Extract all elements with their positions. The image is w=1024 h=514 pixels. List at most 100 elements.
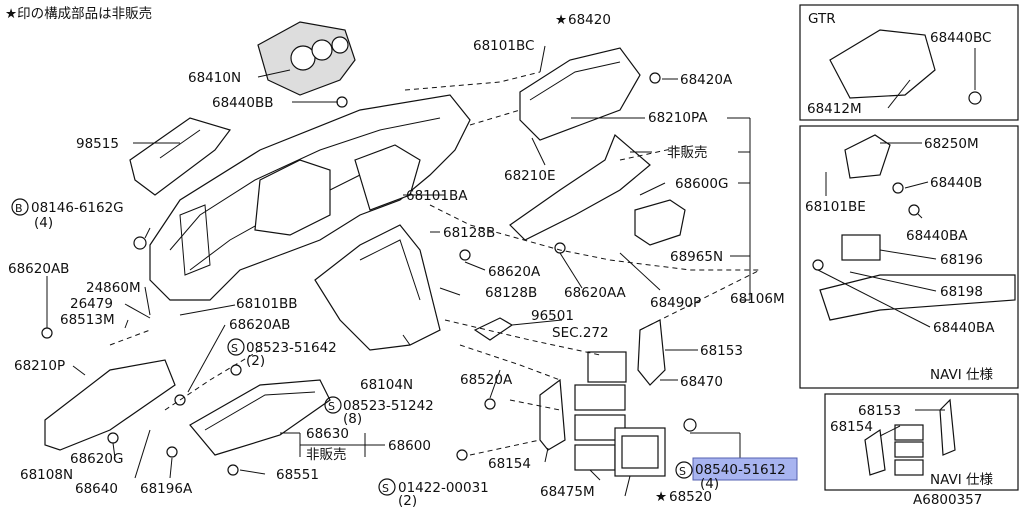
label-68128B-top[interactable]: 68128B [443, 225, 495, 241]
label-68412M[interactable]: 68412M [807, 101, 862, 117]
part-96501-shape [473, 317, 514, 341]
screw-symbols: S S S S B [11, 198, 693, 496]
label-68513M[interactable]: 68513M [60, 312, 115, 328]
label-navi-2: NAVI 仕様 [930, 472, 993, 488]
label-68490P[interactable]: 68490P [650, 295, 701, 311]
label-68440BB[interactable]: 68440BB [212, 95, 273, 111]
label-68440BC[interactable]: 68440BC [930, 30, 991, 46]
highlight-08540 [692, 457, 798, 481]
label-98515[interactable]: 98515 [76, 136, 119, 152]
label-68153-b[interactable]: 68153 [858, 403, 901, 419]
leader-lines [46, 45, 976, 497]
label-68620AB-mid[interactable]: 68620AB [229, 317, 290, 333]
label-68198[interactable]: 68198 [940, 284, 983, 300]
label-68620AB-top[interactable]: 68620AB [8, 261, 69, 277]
label-68520A[interactable]: 68520A [460, 372, 513, 388]
star-icon: ★ [555, 12, 567, 28]
label-08146-qty: (4) [34, 215, 53, 231]
label-hihanbai-1: 非販売 [667, 145, 708, 161]
label-68153[interactable]: 68153 [700, 343, 743, 359]
label-68600[interactable]: 68600 [388, 438, 431, 454]
part-98515-shape [129, 117, 231, 196]
label-68551[interactable]: 68551 [276, 467, 319, 483]
label-68210P[interactable]: 68210P [14, 358, 65, 374]
part-68250M-shape [844, 134, 891, 179]
navi-bracket-inset-box [824, 393, 1019, 491]
label-68106M[interactable]: 68106M [730, 291, 785, 307]
label-68210E[interactable]: 68210E [504, 168, 555, 184]
label-68154[interactable]: 68154 [488, 456, 531, 472]
label-08540-51612[interactable]: 08540-51612 [695, 462, 786, 478]
part-68420-shape [519, 47, 641, 141]
label-hihanbai-2: 非販売 [306, 447, 347, 463]
part-68104N-shape [314, 224, 441, 351]
label-68420[interactable]: 68420 [568, 12, 611, 28]
label-08540-qty: (4) [700, 476, 719, 492]
label-68600G[interactable]: 68600G [675, 176, 728, 192]
label-68196A[interactable]: 68196A [140, 481, 193, 497]
label-68470[interactable]: 68470 [680, 374, 723, 390]
label-08523-51242-qty: (8) [343, 411, 362, 427]
instrument-panel-drawing [149, 94, 471, 301]
label-68630[interactable]: 68630 [306, 426, 349, 442]
part-68153-shape [637, 319, 666, 386]
label-68520[interactable]: 68520 [669, 489, 712, 505]
label-68108N[interactable]: 68108N [20, 467, 73, 483]
label-sec272[interactable]: SEC.272 [552, 325, 609, 341]
fasteners [41, 72, 982, 476]
labels: ★印の構成部品は非販売 A6800357 68420 ★ 68101BC 684… [5, 6, 995, 509]
label-96501[interactable]: 96501 [531, 308, 574, 324]
svg-text:S: S [231, 342, 238, 355]
navi-panel-shape [819, 274, 1016, 321]
label-68620AA[interactable]: 68620AA [564, 285, 627, 301]
svg-text:S: S [679, 465, 686, 478]
label-68440BA-1[interactable]: 68440BA [906, 228, 968, 244]
label-68640[interactable]: 68640 [75, 481, 118, 497]
audio-units-shape [574, 351, 666, 477]
label-01422-qty: (2) [398, 493, 417, 509]
note-text: ★印の構成部品は非販売 [5, 6, 152, 22]
label-68101BC[interactable]: 68101BC [473, 38, 534, 54]
label-navi-1: NAVI 仕様 [930, 367, 993, 383]
label-68154-b[interactable]: 68154 [830, 419, 873, 435]
part-68600G-shape [634, 199, 686, 246]
svg-text:B: B [15, 202, 23, 215]
label-68104N[interactable]: 68104N [360, 377, 413, 393]
label-26479[interactable]: 26479 [70, 296, 113, 312]
label-68420A[interactable]: 68420A [680, 72, 733, 88]
assembly-dash-lines [109, 71, 761, 456]
label-68101BA[interactable]: 68101BA [406, 188, 468, 204]
label-24860M[interactable]: 24860M [86, 280, 141, 296]
label-68620G[interactable]: 68620G [70, 451, 123, 467]
label-68210PA[interactable]: 68210PA [648, 110, 708, 126]
label-08523-51642[interactable]: 08523-51642 [246, 340, 337, 356]
part-68210PA-shape [509, 133, 651, 241]
label-68440BA-2[interactable]: 68440BA [933, 320, 995, 336]
part-68154-shape [539, 378, 566, 451]
label-08523-51242[interactable]: 08523-51242 [343, 398, 434, 414]
label-68250M[interactable]: 68250M [924, 136, 979, 152]
part-68108N-shape [44, 359, 176, 451]
label-68440B[interactable]: 68440B [930, 175, 982, 191]
label-08146[interactable]: 08146-6162G [31, 200, 124, 216]
star-icon-2: ★ [655, 489, 667, 505]
label-68410N[interactable]: 68410N [188, 70, 241, 86]
part-68600-shape [189, 379, 331, 456]
part-68412M-shape [829, 29, 936, 99]
label-68101BB[interactable]: 68101BB [236, 296, 297, 312]
navi-inset-box [799, 125, 1019, 389]
part-68196-shape [841, 234, 881, 261]
part-68410N-shape [257, 21, 356, 96]
label-68965N[interactable]: 68965N [670, 249, 723, 265]
label-01422-00031[interactable]: 01422-00031 [398, 480, 489, 496]
label-68101BE[interactable]: 68101BE [805, 199, 866, 215]
gtr-inset-box [799, 4, 1019, 121]
label-68128B-mid[interactable]: 68128B [485, 285, 537, 301]
label-68196[interactable]: 68196 [940, 252, 983, 268]
svg-text:S: S [328, 400, 335, 413]
label-68475M[interactable]: 68475M [540, 484, 595, 500]
label-68620A[interactable]: 68620A [488, 264, 541, 280]
svg-text:S: S [382, 482, 389, 495]
